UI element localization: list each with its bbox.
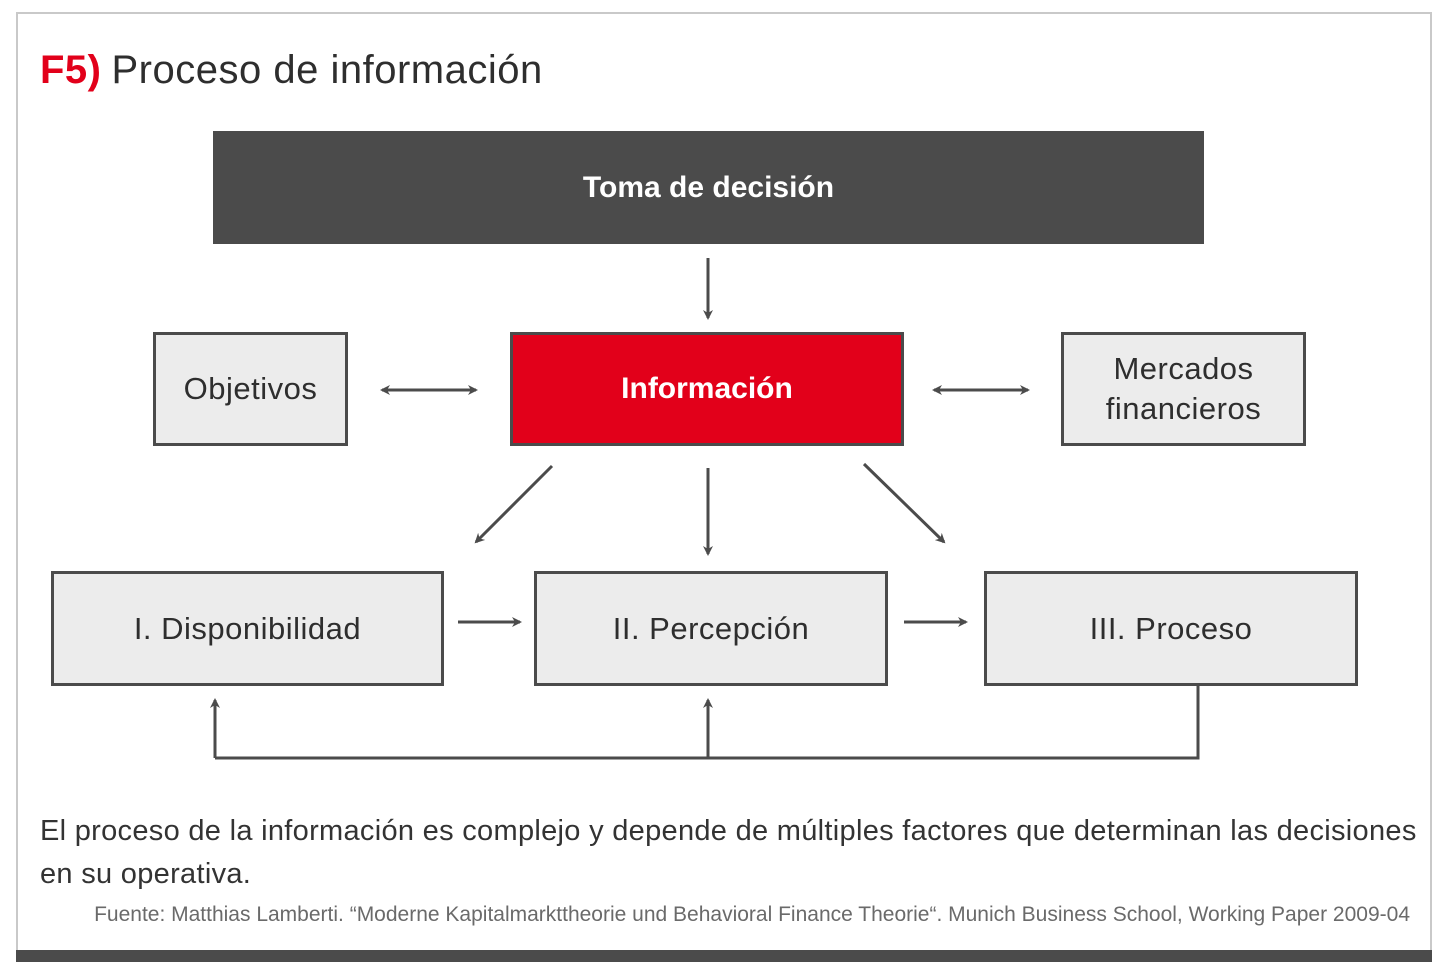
figure-source: Fuente: Matthias Lamberti. “Moderne Kapi…	[94, 903, 1410, 926]
figure-number: F5)	[40, 48, 102, 92]
arrow-informacion-to-disponibilidad	[474, 464, 554, 544]
node-disponibilidad-label: I. Disponibilidad	[133, 610, 362, 646]
bottom-bar	[16, 950, 1432, 962]
figure-title-text: Proceso de información	[111, 48, 543, 92]
node-proceso: III. Proceso	[984, 571, 1358, 686]
node-disponibilidad: I. Disponibilidad	[51, 571, 444, 686]
figure-caption: El proceso de la información es complejo…	[40, 815, 1417, 890]
arrow-informacion-to-proceso	[862, 462, 946, 544]
node-toma-de-decision: Toma de decisión	[213, 131, 1204, 244]
node-percepcion: II. Percepción	[534, 571, 888, 686]
node-mercados-financieros: Mercados financieros	[1061, 332, 1306, 446]
node-informacion-label: Información	[621, 372, 793, 405]
node-toma-de-decision-label: Toma de decisión	[582, 170, 835, 204]
node-objetivos-label: Objetivos	[183, 371, 318, 406]
node-objetivos: Objetivos	[153, 332, 348, 446]
node-mercados-financieros-label: Mercados financieros	[1105, 351, 1262, 426]
feedback-loop-line	[215, 684, 1200, 760]
figure-title: F5)Proceso de información	[40, 44, 543, 96]
node-proceso-label: III. Proceso	[1089, 610, 1253, 646]
node-percepcion-label: II. Percepción	[612, 610, 810, 646]
node-informacion: Información	[510, 332, 904, 446]
